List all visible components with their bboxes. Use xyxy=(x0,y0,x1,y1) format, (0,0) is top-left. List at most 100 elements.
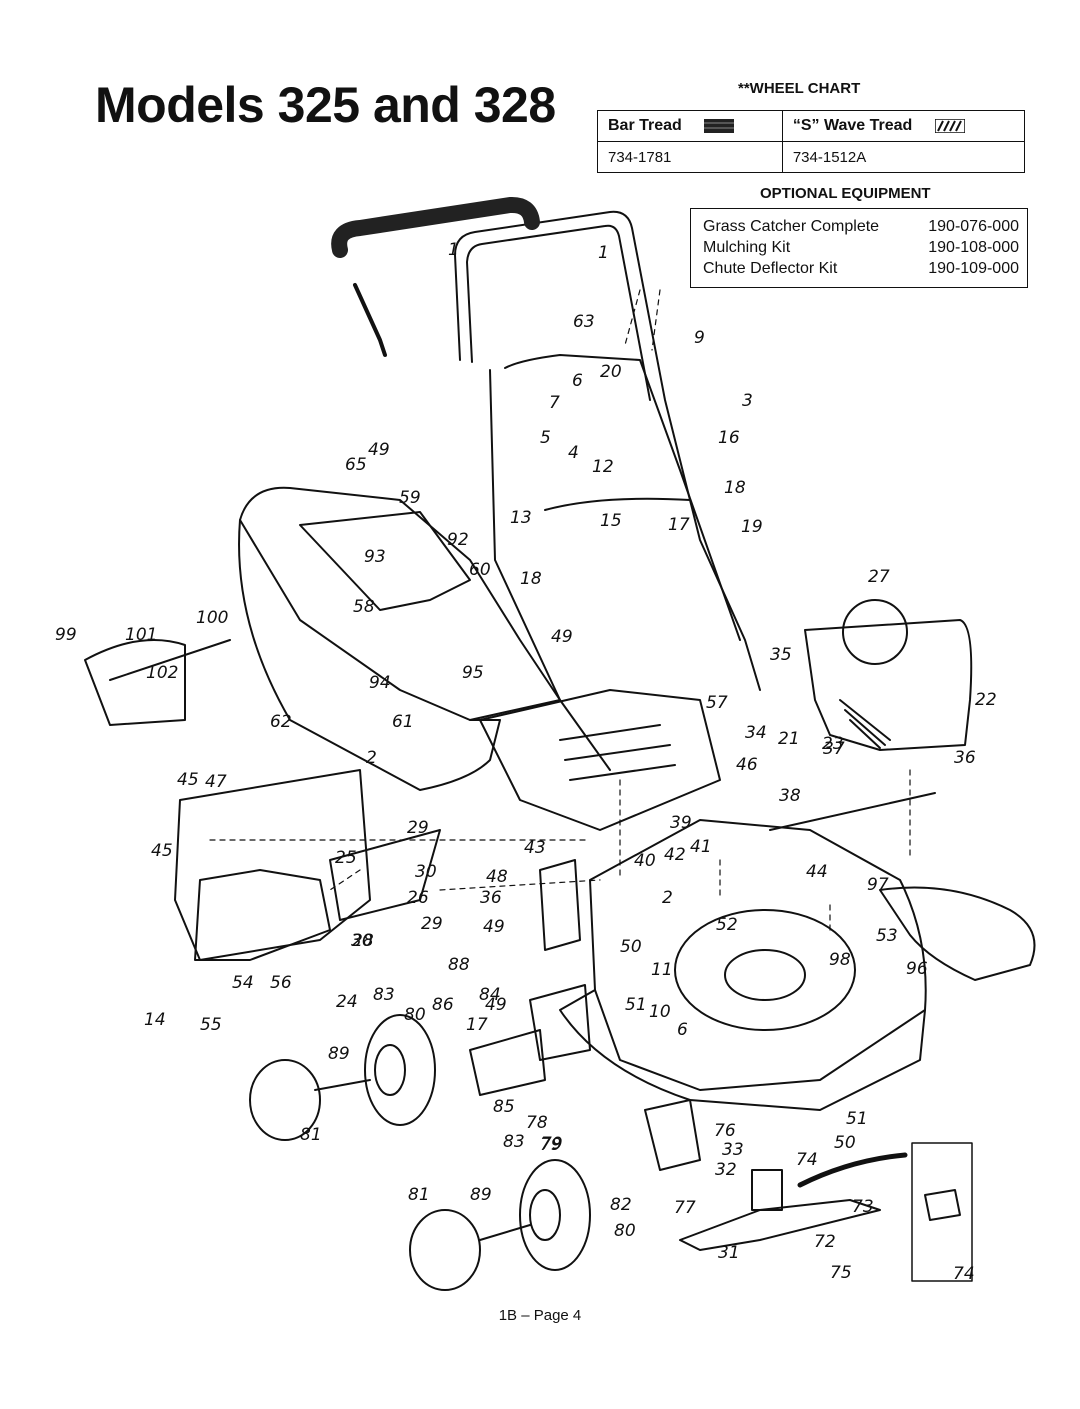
part-callout-36: 36 xyxy=(480,888,502,908)
wheel-chart-header-bar-tread: Bar Tread xyxy=(597,110,783,142)
part-callout-83: 83 xyxy=(373,985,395,1005)
part-callout-101: 101 xyxy=(125,625,157,645)
part-callout-26: 26 xyxy=(407,888,429,908)
part-callout-63: 63 xyxy=(573,312,595,332)
part-callout-30: 30 xyxy=(415,862,437,882)
part-callout-55: 55 xyxy=(200,1015,222,1035)
wheel-chart-part-bar-tread: 734-1781 xyxy=(597,141,783,173)
adapter-inset-box xyxy=(911,1142,973,1282)
part-callout-89: 89 xyxy=(328,1044,350,1064)
inset-adapter-part xyxy=(924,1189,961,1221)
part-callout-80: 80 xyxy=(614,1221,636,1241)
part-callout-89: 89 xyxy=(470,1185,492,1205)
part-callout-51: 51 xyxy=(625,995,647,1015)
part-callout-41: 41 xyxy=(690,837,712,857)
part-callout-19: 19 xyxy=(741,517,763,537)
part-callout-58: 58 xyxy=(353,597,375,617)
rear-baffle xyxy=(479,689,721,831)
part-callout-24: 24 xyxy=(336,992,358,1012)
rear-baffle-ribs xyxy=(559,724,676,781)
part-callout-49: 49 xyxy=(368,440,390,460)
engine-cylinder-fins xyxy=(839,699,891,749)
blade-adapter xyxy=(751,1169,783,1211)
cable-grip-arm xyxy=(353,283,387,357)
part-callout-97: 97 xyxy=(867,875,889,895)
part-callout-51: 51 xyxy=(846,1109,868,1129)
part-callout-75: 75 xyxy=(830,1263,852,1283)
part-callout-60: 60 xyxy=(469,560,491,580)
part-callout-6: 6 xyxy=(572,371,583,391)
part-callout-33: 33 xyxy=(722,1140,744,1160)
front-hubcap xyxy=(409,1209,481,1291)
mower-deck xyxy=(589,819,927,1091)
part-callout-16: 16 xyxy=(718,428,740,448)
part-callout-82: 82 xyxy=(610,1195,632,1215)
part-callout-14: 14 xyxy=(144,1010,166,1030)
part-callout-18: 18 xyxy=(520,569,542,589)
part-callout-17: 17 xyxy=(466,1015,488,1035)
part-callout-45: 45 xyxy=(177,770,199,790)
rear-wheel-hub xyxy=(374,1044,406,1096)
part-callout-57: 57 xyxy=(706,693,728,713)
part-callout-56: 56 xyxy=(270,973,292,993)
part-callout-32: 32 xyxy=(715,1160,737,1180)
grass-catcher-frame xyxy=(239,486,561,721)
deck-skirt xyxy=(559,989,926,1111)
front-wheel-hub xyxy=(529,1189,561,1241)
part-callout-46: 46 xyxy=(736,755,758,775)
part-callout-37: 37 xyxy=(823,739,845,759)
part-callout-13: 13 xyxy=(510,508,532,528)
part-callout-77: 77 xyxy=(674,1198,696,1218)
part-callout-50: 50 xyxy=(834,1133,856,1153)
mower-blade xyxy=(679,1199,881,1251)
part-callout-78: 78 xyxy=(526,1113,548,1133)
part-callout-65: 65 xyxy=(345,455,367,475)
control-cable xyxy=(769,792,936,831)
assembly-guide-lines xyxy=(209,289,911,931)
part-callout-59: 59 xyxy=(399,488,421,508)
part-callout-92: 92 xyxy=(447,530,469,550)
part-callout-12: 12 xyxy=(592,457,614,477)
part-callout-40: 40 xyxy=(634,851,656,871)
part-callout-29: 29 xyxy=(407,818,429,838)
grass-catcher-lid xyxy=(299,511,471,611)
cable-grip-bar xyxy=(331,196,540,258)
part-callout-44: 44 xyxy=(806,862,828,882)
part-callout-27: 27 xyxy=(868,567,890,587)
rear-wheel xyxy=(364,1014,436,1126)
part-callout-30: 30 xyxy=(351,931,373,951)
part-callout-47: 47 xyxy=(205,772,227,792)
wheel-chart-heading: **WHEEL CHART xyxy=(738,80,861,97)
part-callout-1: 1 xyxy=(598,243,609,263)
part-callout-79: 79 xyxy=(540,1135,562,1155)
handle-crossbar xyxy=(544,497,691,511)
part-callout-84: 84 xyxy=(479,985,501,1005)
page-title: Models 325 and 328 xyxy=(95,77,556,133)
part-callout-9: 9 xyxy=(694,328,705,348)
part-callout-36: 36 xyxy=(954,748,976,768)
optional-equipment-heading: OPTIONAL EQUIPMENT xyxy=(760,185,931,202)
mulch-plug-rod xyxy=(109,639,231,681)
side-chute xyxy=(879,886,1036,981)
part-callout-95: 95 xyxy=(462,663,484,683)
part-callout-85: 85 xyxy=(493,1097,515,1117)
part-callout-17: 17 xyxy=(668,515,690,535)
height-adjuster-front xyxy=(644,1099,701,1171)
rear-axle-bolt xyxy=(314,1079,371,1091)
upper-handle-inner xyxy=(466,224,651,401)
part-callout-99: 99 xyxy=(55,625,77,645)
part-callout-81: 81 xyxy=(408,1185,430,1205)
part-callout-22: 22 xyxy=(975,690,997,710)
part-callout-10: 10 xyxy=(649,1002,671,1022)
part-callout-25: 25 xyxy=(335,848,357,868)
part-callout-100: 100 xyxy=(196,608,228,628)
part-callout-35: 35 xyxy=(770,645,792,665)
part-callout-29: 29 xyxy=(421,914,443,934)
lower-handle-right xyxy=(504,354,741,641)
part-callout-18: 18 xyxy=(724,478,746,498)
part-callout-49: 49 xyxy=(485,995,507,1015)
part-callout-86: 86 xyxy=(432,995,454,1015)
rear-shield xyxy=(174,769,371,961)
